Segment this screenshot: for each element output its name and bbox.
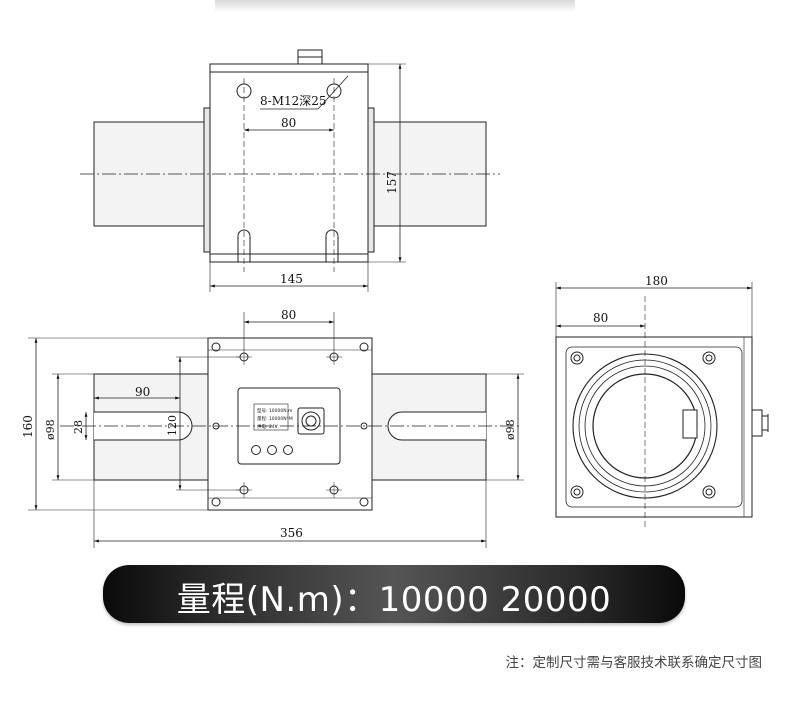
top-body-width-label: 145 [280,272,303,286]
side-key [682,409,698,439]
front-length-label: 356 [280,526,303,540]
top-height-label: 157 [385,171,399,194]
indicator-3 [283,445,293,455]
front-shaft-dia-right-label: ø98 [504,419,517,440]
front-left-offset-label: 90 [135,385,150,399]
top-hole-spacing-label: 80 [281,116,296,130]
front-view [28,312,524,548]
top-gradient-bar [215,0,575,12]
side-hole-spacing-label: 80 [593,311,608,325]
front-height-label: 160 [21,415,35,438]
side-corner-bolts [570,351,716,499]
range-banner: 量程(N.m)：10000 20000 [103,565,685,623]
top-body [209,63,369,263]
front-keyway-label: 28 [72,420,85,434]
nameplate-line-1: 型号: 10000N.m [257,407,292,414]
top-slot-left [237,229,251,262]
top-view [80,49,500,292]
footnote: 注：定制尺寸需与客服技术联系确定尺寸图 [505,655,763,671]
side-connector [751,409,763,437]
side-width-label: 180 [645,274,668,288]
front-hole-height-label: 120 [166,415,179,436]
thread-spec-label: 8-M12深25 [260,94,327,108]
nameplate-line-3: 供电: 24V [257,423,279,430]
top-slot-right [325,229,339,262]
range-banner-text: 量程(N.m)：10000 20000 [176,580,612,620]
nameplate-line-2: 量程: 10000N*M [257,415,293,422]
front-hole-spacing-label: 80 [281,308,296,322]
indicator-1 [251,445,261,455]
side-view [555,282,769,530]
front-shaft-dia-left-label: ø98 [44,419,57,440]
indicator-2 [267,445,277,455]
